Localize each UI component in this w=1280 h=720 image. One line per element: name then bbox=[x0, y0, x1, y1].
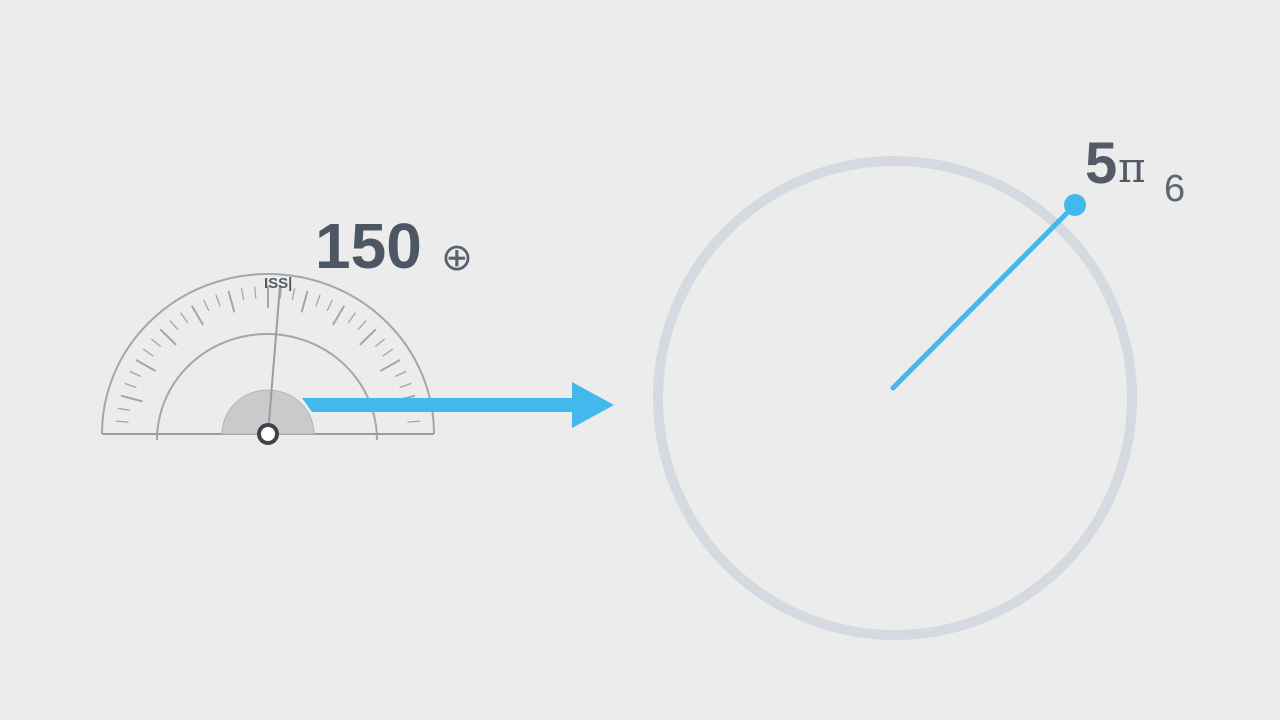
protractor-tick bbox=[399, 382, 412, 389]
radian-pi-symbol: π bbox=[1118, 143, 1146, 192]
arrow-shaft bbox=[302, 398, 580, 412]
protractor-tick bbox=[142, 348, 154, 357]
protractor-tick bbox=[129, 370, 142, 378]
protractor-tick bbox=[300, 290, 309, 313]
protractor-tick bbox=[159, 328, 177, 346]
protractor-tick bbox=[190, 305, 204, 326]
protractor-tick bbox=[203, 299, 210, 311]
radian-denominator: 6 bbox=[1164, 168, 1185, 210]
right-arrow-icon bbox=[302, 382, 614, 428]
protractor-top-mark: ISS| bbox=[264, 275, 292, 292]
arrow-head bbox=[572, 382, 614, 428]
degree-unit-symbol: ⊕ bbox=[441, 235, 473, 279]
protractor-tick bbox=[117, 407, 131, 412]
protractor-tick bbox=[357, 320, 367, 331]
protractor-tick bbox=[315, 294, 321, 307]
radius-line bbox=[890, 203, 1077, 391]
protractor-pivot bbox=[257, 423, 279, 445]
protractor-tick bbox=[332, 305, 346, 326]
protractor-tick bbox=[215, 294, 221, 307]
protractor-tick bbox=[120, 394, 143, 403]
protractor-tick bbox=[291, 288, 296, 301]
protractor-tick bbox=[116, 420, 129, 423]
protractor-tick bbox=[326, 299, 333, 311]
protractor-tick bbox=[407, 420, 420, 423]
protractor-ticks bbox=[116, 286, 420, 423]
protractor-tick bbox=[150, 338, 162, 348]
protractor-tick bbox=[379, 359, 401, 372]
protractor-tick bbox=[135, 359, 157, 372]
degree-value: 150 bbox=[315, 210, 422, 282]
unit-circle bbox=[653, 156, 1137, 640]
protractor-tick bbox=[254, 286, 257, 299]
angle-point bbox=[1064, 194, 1086, 216]
protractor-tick bbox=[180, 312, 189, 323]
protractor-tick bbox=[279, 286, 282, 299]
protractor-tick bbox=[359, 328, 377, 346]
protractor-tick bbox=[124, 382, 137, 389]
protractor-tick bbox=[347, 312, 356, 323]
protractor-tick bbox=[240, 288, 245, 301]
protractor-tick bbox=[169, 320, 179, 331]
protractor-tick bbox=[374, 338, 386, 348]
protractor-needle bbox=[267, 285, 281, 435]
radian-numerator: 5 bbox=[1085, 131, 1117, 196]
protractor: ISS| bbox=[101, 273, 435, 445]
unit-circle-ring bbox=[653, 156, 1137, 640]
protractor-tick bbox=[227, 290, 236, 313]
protractor-inner-arc bbox=[156, 333, 378, 441]
protractor-tick bbox=[382, 348, 394, 357]
protractor-tick bbox=[394, 370, 407, 378]
protractor-outer-arc bbox=[101, 273, 435, 435]
